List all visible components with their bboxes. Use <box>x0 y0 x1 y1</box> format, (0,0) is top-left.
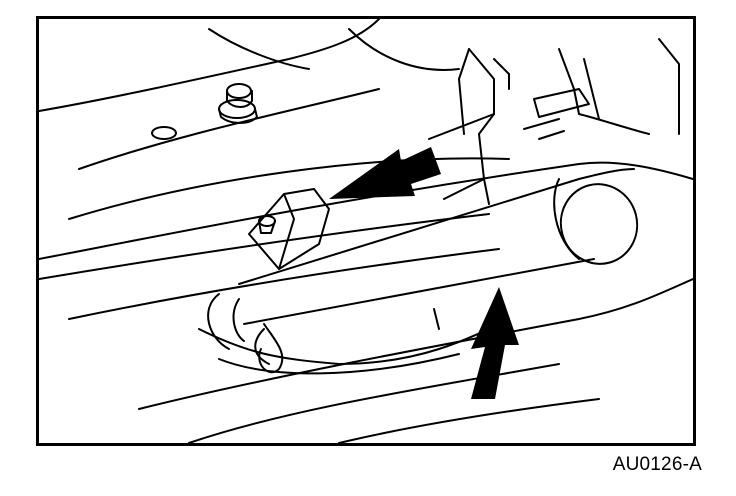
figure-caption: AU0126-A <box>612 454 702 475</box>
hose-loop <box>207 293 284 374</box>
line-drawing <box>39 19 693 443</box>
floor-curves <box>138 278 693 443</box>
arrow-icon <box>471 287 519 399</box>
clip-icon <box>248 188 330 270</box>
body-panel-curves <box>39 19 693 320</box>
upper-bracket <box>428 38 680 205</box>
tube <box>238 168 639 330</box>
illustration-frame <box>36 16 696 446</box>
arrow-icon <box>329 147 441 199</box>
bolt-icon <box>151 83 258 140</box>
